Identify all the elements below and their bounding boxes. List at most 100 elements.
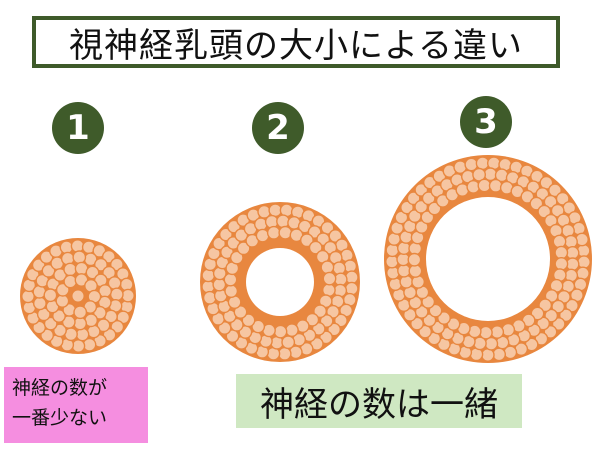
nerve-fiber bbox=[308, 240, 323, 255]
nerve-fiber bbox=[223, 272, 238, 287]
nerve-fiber bbox=[407, 252, 422, 267]
nerve-fiber bbox=[576, 266, 590, 281]
nerve-fiber bbox=[576, 243, 591, 258]
nerve-fiber bbox=[396, 241, 411, 256]
note-left-line2: 一番少ない bbox=[12, 407, 108, 429]
nerve-fiber bbox=[218, 227, 233, 242]
nerve-fiber bbox=[229, 250, 244, 265]
nerve-fiber bbox=[63, 274, 78, 289]
number-badge-1: 1 bbox=[52, 102, 104, 154]
nerve-fiber bbox=[343, 259, 358, 274]
nerve-fiber bbox=[94, 257, 108, 272]
nerve-fiber bbox=[385, 243, 400, 258]
disc-2-cup bbox=[246, 248, 314, 316]
nerve-fiber bbox=[236, 241, 251, 256]
nerve-fiber bbox=[201, 279, 216, 294]
nerve-fiber bbox=[428, 303, 443, 318]
nerve-fiber bbox=[277, 346, 292, 361]
nerve-fiber bbox=[71, 339, 86, 353]
nerve-fiber bbox=[281, 335, 296, 350]
nerve-fiber bbox=[212, 236, 227, 251]
note-same-nerve-count: 神経の数は一緒 bbox=[236, 374, 522, 428]
nerve-fiber bbox=[333, 313, 348, 328]
nerve-fiber bbox=[501, 322, 516, 337]
disc-3-cup bbox=[426, 197, 550, 321]
nerve-fiber bbox=[397, 263, 411, 278]
nerve-fiber bbox=[435, 193, 450, 208]
nerve-fiber bbox=[399, 274, 414, 289]
nerve-fiber bbox=[577, 255, 591, 270]
nerve-fiber bbox=[530, 306, 545, 321]
badge-3-label: 3 bbox=[474, 102, 498, 142]
nerve-fiber bbox=[575, 232, 589, 247]
nerve-fiber bbox=[21, 289, 35, 304]
nerve-fiber bbox=[72, 250, 87, 265]
nerve-fiber bbox=[475, 156, 490, 171]
nerve-fiber bbox=[70, 239, 85, 253]
optic-disc-medium bbox=[200, 202, 360, 362]
note-right-text: 神経の数は一緒 bbox=[260, 384, 498, 425]
number-badge-2: 2 bbox=[252, 102, 304, 154]
optic-disc-large bbox=[384, 155, 592, 363]
nerve-fiber bbox=[537, 204, 552, 219]
nerve-fiber bbox=[408, 264, 423, 278]
nerve-fiber bbox=[311, 321, 326, 336]
nerve-fiber bbox=[73, 305, 88, 320]
nerve-fiber bbox=[544, 308, 559, 323]
nerve-fiber bbox=[268, 203, 283, 218]
badge-1-label: 1 bbox=[66, 108, 90, 148]
nerve-fiber bbox=[420, 210, 435, 225]
nerve-fiber bbox=[488, 178, 503, 193]
nerve-fiber bbox=[477, 178, 492, 193]
nerve-fiber bbox=[564, 234, 578, 249]
badge-2-label: 2 bbox=[266, 108, 290, 148]
nerve-fiber bbox=[565, 298, 579, 313]
nerve-fiber bbox=[406, 191, 421, 206]
nerve-fiber bbox=[408, 241, 423, 256]
nerve-fiber bbox=[121, 288, 135, 303]
nerve-fiber bbox=[313, 304, 327, 319]
nerve-fiber bbox=[75, 327, 90, 342]
nerve-fiber bbox=[480, 348, 495, 362]
note-left-line1: 神経の数が bbox=[12, 377, 108, 399]
nerve-fiber bbox=[551, 299, 566, 314]
nerve-fiber bbox=[388, 277, 403, 291]
nerve-fiber bbox=[422, 175, 437, 190]
nerve-fiber bbox=[278, 225, 293, 240]
nerve-fiber bbox=[251, 319, 266, 334]
nerve-fiber bbox=[552, 234, 567, 249]
nerve-fiber bbox=[414, 304, 429, 319]
nerve-fiber bbox=[234, 228, 249, 243]
nerve-fiber bbox=[386, 265, 400, 280]
number-badge-3: 3 bbox=[460, 96, 512, 148]
nerve-fiber bbox=[554, 245, 569, 260]
nerve-fiber bbox=[43, 288, 58, 303]
note-fewest-nerves: 神経の数が 一番少ない bbox=[4, 367, 148, 443]
nerve-fiber bbox=[299, 233, 314, 248]
nerve-fiber bbox=[305, 312, 320, 327]
nerve-fiber bbox=[410, 316, 424, 331]
nerve-fiber bbox=[224, 284, 239, 298]
nerve-fiber bbox=[437, 311, 451, 325]
nerve-fiber bbox=[322, 271, 337, 286]
nerve-fiber bbox=[202, 290, 217, 305]
nerve-fiber bbox=[96, 318, 111, 333]
nerve-fiber bbox=[233, 305, 248, 319]
nerve-fiber bbox=[201, 268, 216, 283]
nerve-fiber bbox=[109, 287, 124, 302]
nerve-fiber bbox=[33, 296, 47, 311]
title-text: 視神経乳頭の大小による違い bbox=[69, 25, 523, 66]
nerve-fiber bbox=[71, 289, 85, 303]
nerve-fiber bbox=[332, 261, 347, 276]
nerve-fiber bbox=[478, 325, 493, 340]
nerve-fiber bbox=[344, 270, 359, 285]
nerve-fiber bbox=[266, 225, 281, 240]
nerve-fiber bbox=[320, 260, 335, 275]
nerve-fiber bbox=[63, 262, 78, 277]
nerve-fiber bbox=[273, 324, 288, 339]
nerve-fiber bbox=[276, 214, 290, 229]
nerve-fiber bbox=[86, 324, 101, 339]
nerve-fiber bbox=[255, 228, 270, 243]
nerve-fiber bbox=[344, 281, 359, 296]
nerve-fiber bbox=[565, 245, 580, 260]
